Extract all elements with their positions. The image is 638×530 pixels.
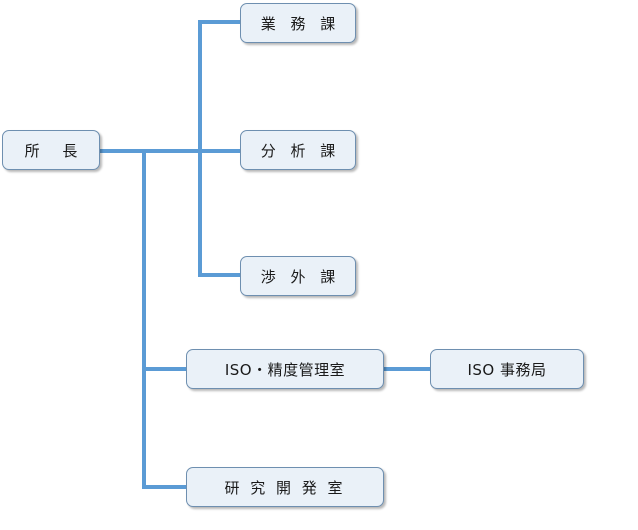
node-iso-precision-office[interactable]: ISO・精度管理室 [186, 349, 384, 389]
connector-office-vertical [142, 149, 146, 489]
connector-director-trunk [100, 149, 242, 153]
node-research-office[interactable]: 研 究 開 発 室 [186, 467, 384, 507]
connector-business [198, 20, 242, 24]
node-business-section[interactable]: 業 務 課 [240, 3, 356, 43]
node-analysis-section[interactable]: 分 析 課 [240, 130, 356, 170]
node-analysis-section-label: 分 析 課 [260, 141, 341, 160]
node-director[interactable]: 所 長 [2, 130, 100, 170]
connector-research [142, 485, 188, 489]
node-liaison-section[interactable]: 渉 外 課 [240, 256, 356, 296]
node-director-label: 所 長 [24, 141, 87, 160]
connector-iso-office [384, 367, 432, 371]
node-iso-precision-office-label: ISO・精度管理室 [224, 360, 346, 379]
node-liaison-section-label: 渉 外 課 [260, 267, 341, 286]
node-iso-secretariat-label: ISO 事務局 [467, 360, 547, 379]
connector-iso-precision [142, 367, 188, 371]
connector-section-vertical [198, 20, 202, 277]
node-research-office-label: 研 究 開 発 室 [224, 478, 346, 497]
connector-liaison [198, 273, 242, 277]
node-business-section-label: 業 務 課 [260, 14, 341, 33]
node-iso-secretariat[interactable]: ISO 事務局 [430, 349, 584, 389]
